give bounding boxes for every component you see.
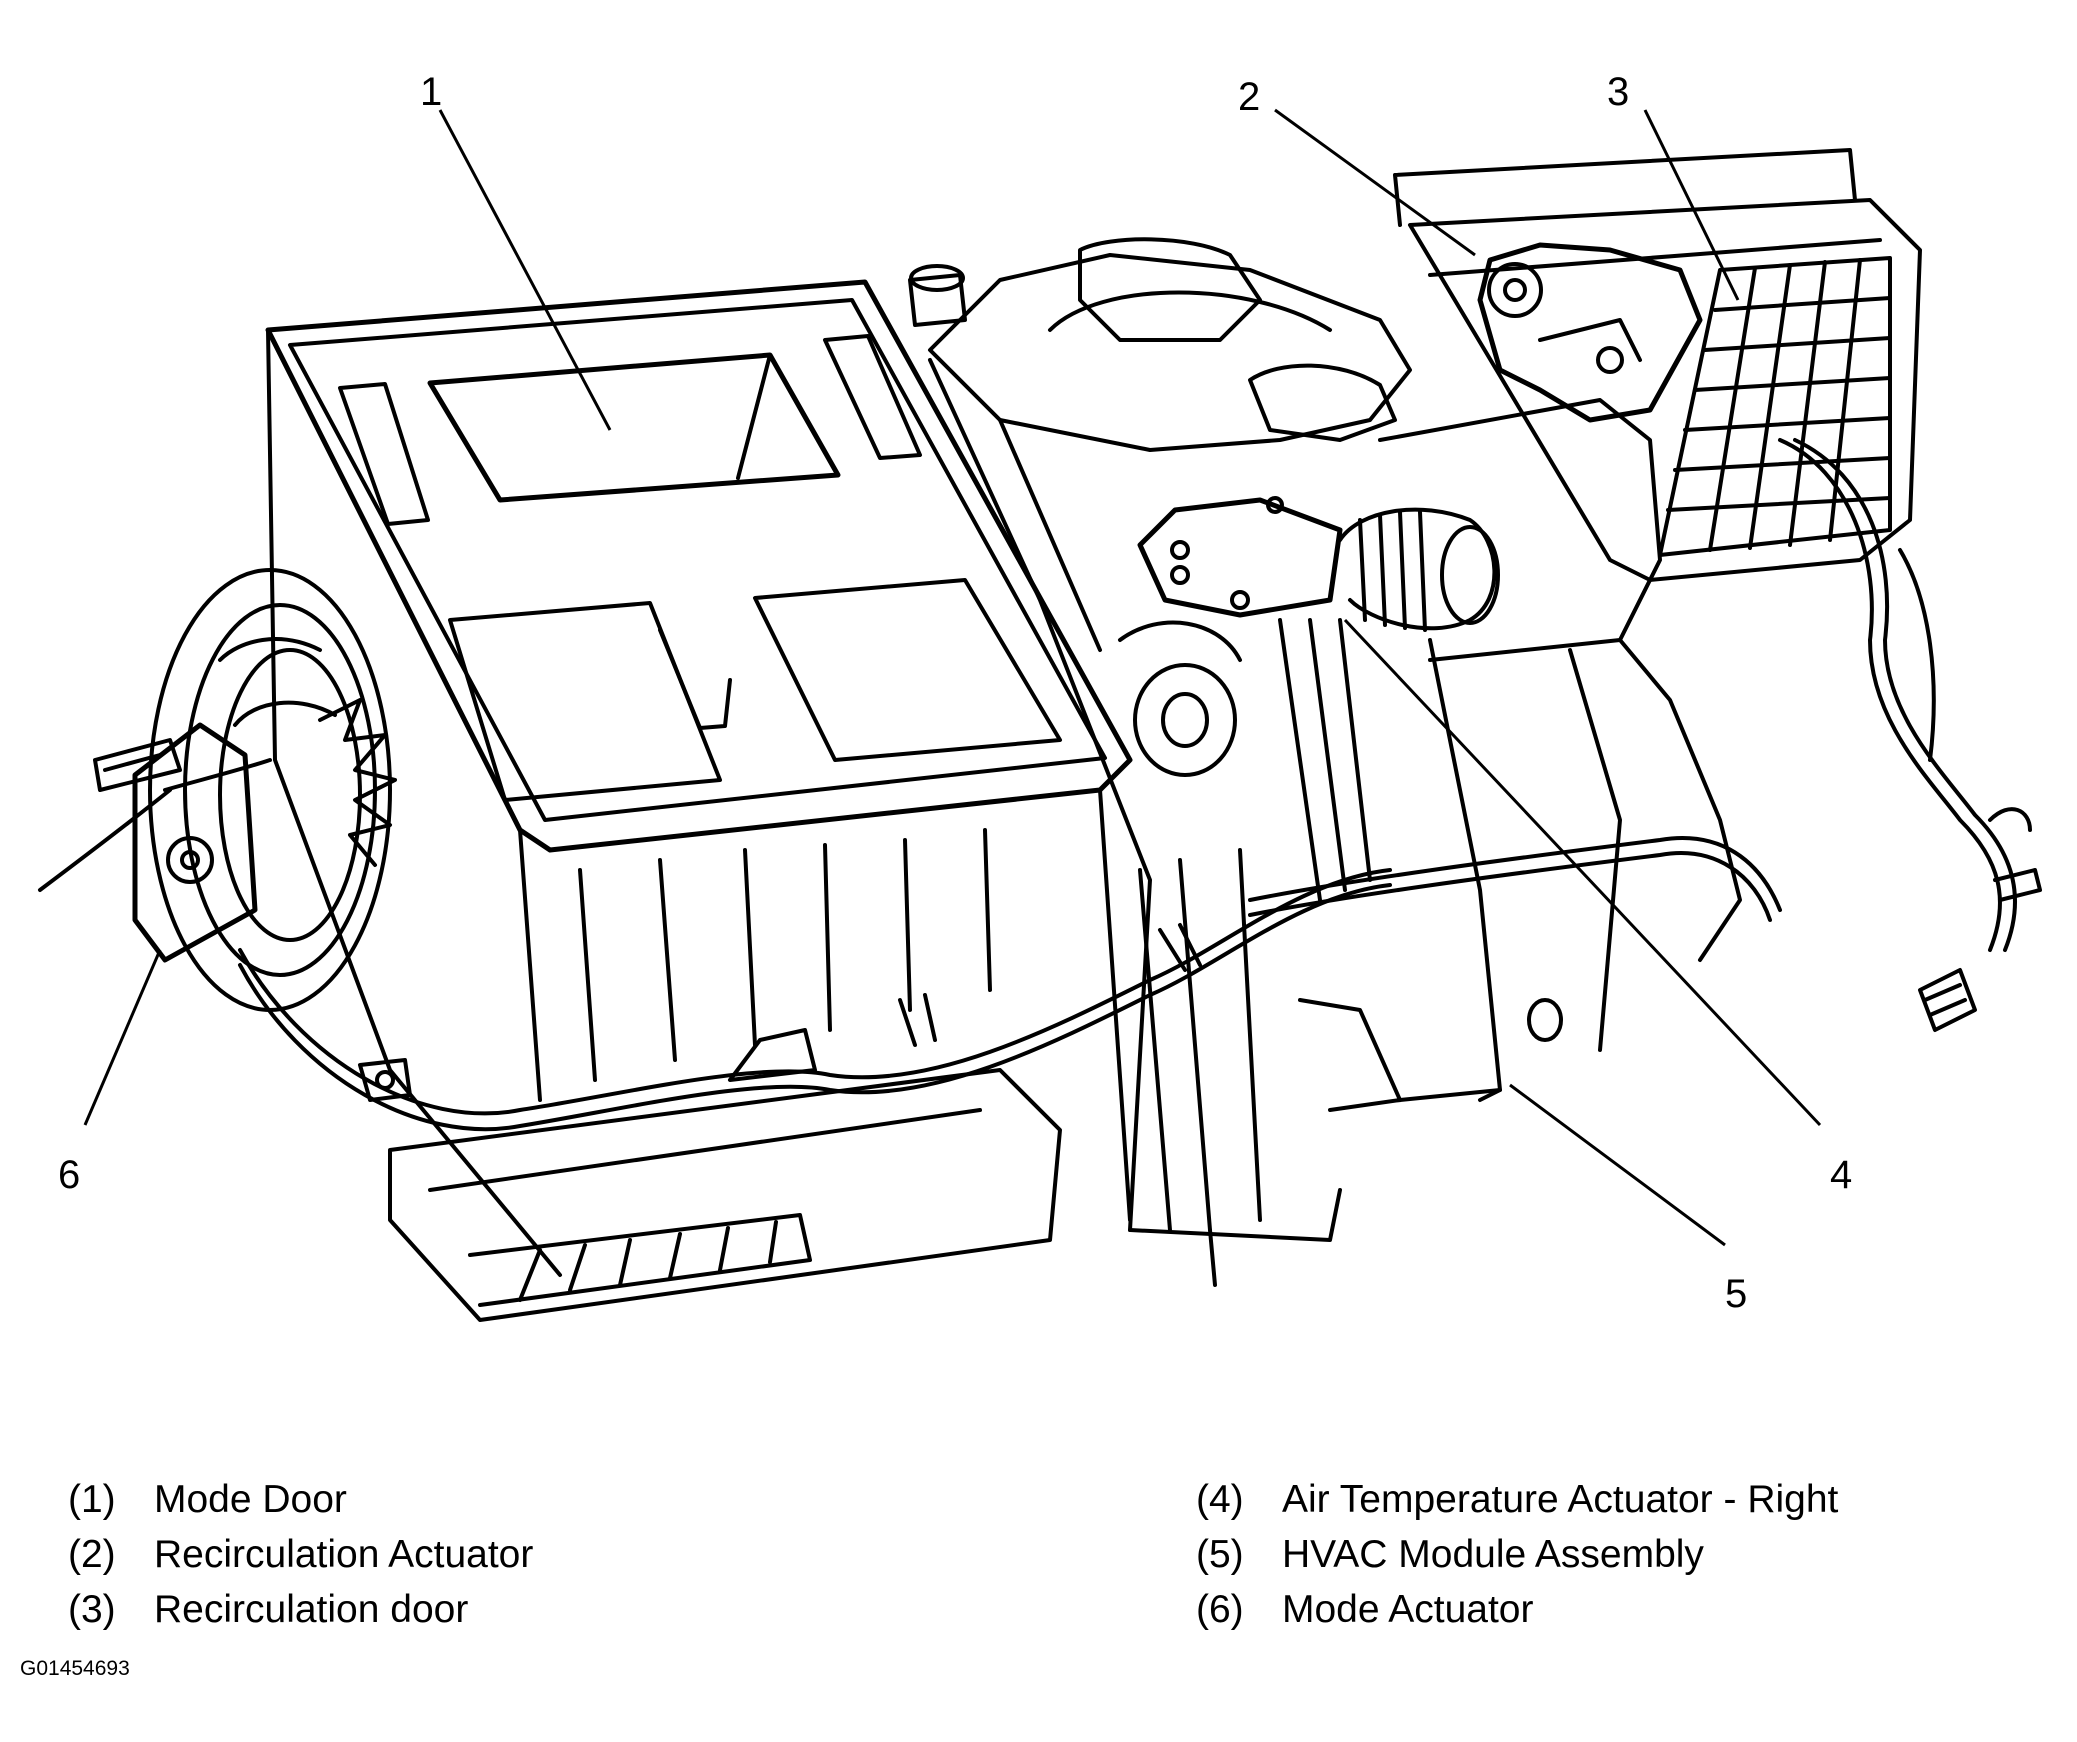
left-housing (238, 279, 1392, 1322)
callout-4: 4 (1830, 1153, 1852, 1197)
callout-3: 3 (1607, 70, 1629, 114)
leader-lines (83, 108, 1822, 1247)
callouts: 1 2 3 4 5 6 (58, 70, 1852, 1316)
callout-6: 6 (58, 1153, 80, 1197)
recirculation-actuator (1477, 242, 1703, 423)
air-temperature-actuator (1137, 496, 1500, 632)
callout-1: 1 (420, 70, 442, 114)
left-blower-assembly (38, 568, 397, 1012)
center-blower-housing (908, 237, 1412, 1287)
callout-5: 5 (1725, 1272, 1747, 1316)
callout-2: 2 (1238, 75, 1260, 119)
